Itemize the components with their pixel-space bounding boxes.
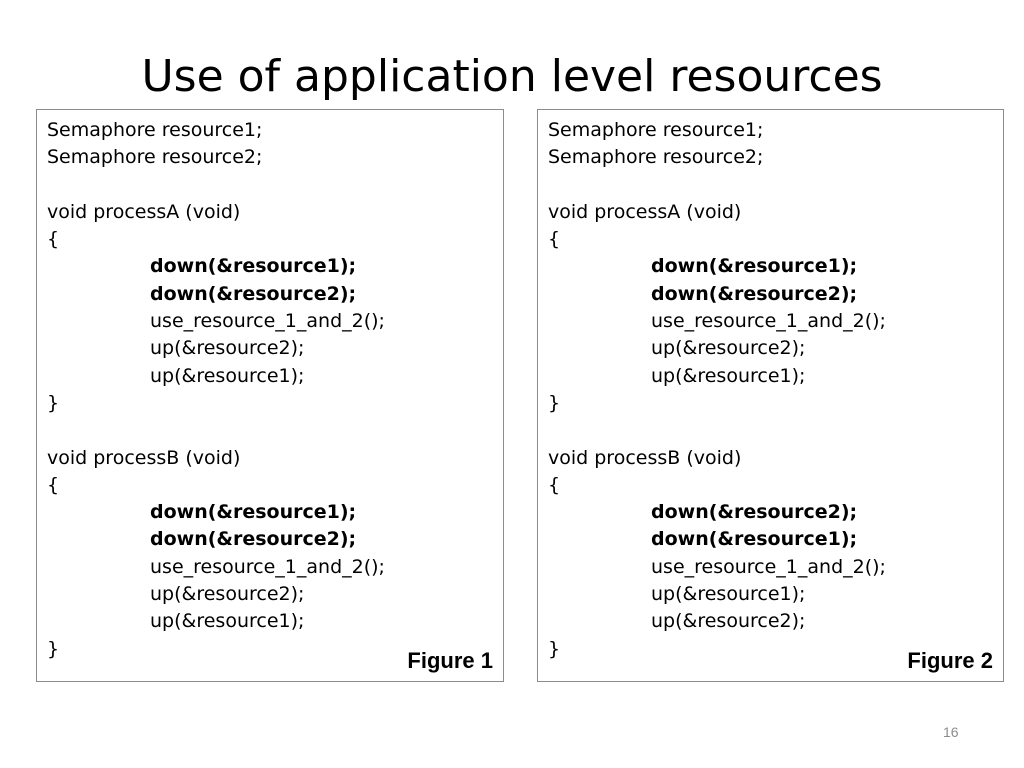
code-line: Semaphore resource1; bbox=[47, 119, 263, 141]
code-line: { bbox=[548, 473, 561, 496]
code-line: up(&resource2); bbox=[651, 337, 806, 360]
code-line: down(&resource2); bbox=[150, 528, 357, 551]
code-panel-figure-1: Semaphore resource1; Semaphore resource2;… bbox=[36, 109, 504, 682]
code-listing: Semaphore resource1; Semaphore resource2;… bbox=[548, 117, 886, 663]
code-line: use_resource_1_and_2(); bbox=[651, 310, 886, 333]
code-line: } bbox=[47, 637, 60, 660]
blank-code-line bbox=[548, 417, 886, 444]
code-line: void processA (void) bbox=[47, 200, 241, 223]
code-line: down(&resource1); bbox=[150, 501, 357, 524]
code-line: { bbox=[47, 228, 60, 251]
code-line: use_resource_1_and_2(); bbox=[150, 310, 385, 333]
figure-label: Figure 2 bbox=[907, 648, 993, 673]
code-line: up(&resource1); bbox=[150, 364, 305, 387]
figure-label: Figure 1 bbox=[407, 648, 493, 673]
code-line: { bbox=[47, 473, 60, 496]
code-line: up(&resource2); bbox=[651, 610, 806, 633]
code-listing: Semaphore resource1; Semaphore resource2;… bbox=[47, 117, 385, 663]
code-line: use_resource_1_and_2(); bbox=[651, 555, 886, 578]
code-line: down(&resource1); bbox=[150, 255, 357, 278]
code-line: up(&resource1); bbox=[651, 583, 806, 606]
code-line: } bbox=[47, 391, 60, 414]
code-line: up(&resource2); bbox=[150, 337, 305, 360]
code-line: } bbox=[548, 391, 561, 414]
code-line: down(&resource2); bbox=[150, 282, 357, 305]
code-line: } bbox=[548, 637, 561, 660]
blank-code-line bbox=[548, 172, 886, 199]
code-line: up(&resource1); bbox=[150, 610, 305, 633]
code-panel-figure-2: Semaphore resource1; Semaphore resource2;… bbox=[537, 109, 1004, 682]
blank-code-line bbox=[47, 172, 385, 199]
code-line: up(&resource1); bbox=[651, 364, 806, 387]
page-number: 16 bbox=[943, 724, 959, 740]
code-line: Semaphore resource1; bbox=[548, 119, 764, 141]
code-line: down(&resource2); bbox=[651, 282, 858, 305]
slide-title: Use of application level resources bbox=[141, 51, 883, 102]
code-line: down(&resource2); bbox=[651, 501, 858, 524]
code-line: void processB (void) bbox=[47, 446, 241, 469]
code-line: down(&resource1); bbox=[651, 528, 858, 551]
code-line: Semaphore resource2; bbox=[548, 146, 764, 169]
code-line: up(&resource2); bbox=[150, 583, 305, 606]
code-line: { bbox=[548, 228, 561, 251]
blank-code-line bbox=[47, 417, 385, 444]
code-line: Semaphore resource2; bbox=[47, 146, 263, 169]
code-line: use_resource_1_and_2(); bbox=[150, 555, 385, 578]
code-line: void processB (void) bbox=[548, 446, 742, 469]
code-line: down(&resource1); bbox=[651, 255, 858, 278]
code-line: void processA (void) bbox=[548, 200, 742, 223]
